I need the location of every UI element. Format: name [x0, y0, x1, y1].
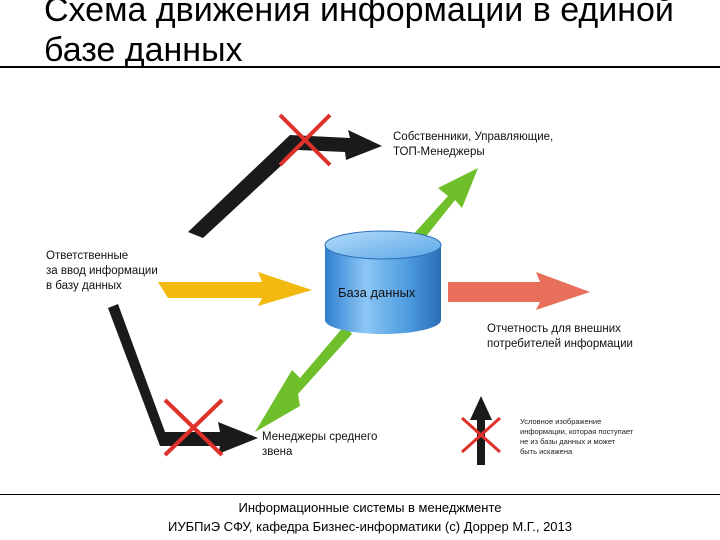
page-title: Схема движения информации в единой базе … — [44, 0, 674, 69]
footer-divider — [0, 494, 720, 495]
green-arrow-to-middle-managers — [255, 325, 352, 432]
red-cross-owners-icon — [278, 113, 332, 167]
title-divider — [0, 66, 720, 68]
green-arrow-to-owners — [410, 168, 478, 244]
owners-label-line1: Собственники, Управляющие, — [393, 131, 553, 143]
reporting-label-line2: потребителей информации — [487, 338, 633, 350]
legend-text-line2: информации, которая поступает — [520, 427, 634, 436]
legend-text-line4: быть искажена — [520, 447, 573, 456]
red-arrow-to-reporting — [448, 272, 590, 310]
database-cylinder-icon — [324, 230, 442, 334]
legend-text-line1: Условное изображение — [520, 417, 601, 426]
yellow-arrow-to-database — [158, 272, 312, 306]
black-arrow-to-middle-managers — [108, 304, 258, 454]
legend-text-line3: не из базы данных и может — [520, 437, 616, 446]
middle-label-line1: Менеджеры среднего — [262, 431, 377, 443]
input-label-line2: за ввод информации — [46, 265, 158, 277]
footer-line1: Информационные системы в менеджменте — [238, 500, 502, 515]
input-label-line1: Ответственные — [46, 250, 128, 262]
legend-cross-icon — [460, 416, 502, 454]
input-label-line3: в базу данных — [46, 280, 122, 292]
reporting-label-line1: Отчетность для внешних — [487, 323, 621, 335]
footer-line2: ИУБПиЭ СФУ, кафедра Бизнес-информатики (… — [167, 519, 572, 534]
red-cross-middle-icon — [163, 398, 224, 457]
legend-arrow-icon — [470, 396, 492, 465]
owners-label-line2: ТОП-Менеджеры — [393, 146, 485, 158]
footer: Информационные системы в менеджменте ИУБ… — [0, 498, 720, 536]
black-arrow-to-owners — [188, 130, 382, 238]
middle-label-line2: звена — [262, 446, 293, 458]
database-label: База данных — [338, 285, 416, 300]
